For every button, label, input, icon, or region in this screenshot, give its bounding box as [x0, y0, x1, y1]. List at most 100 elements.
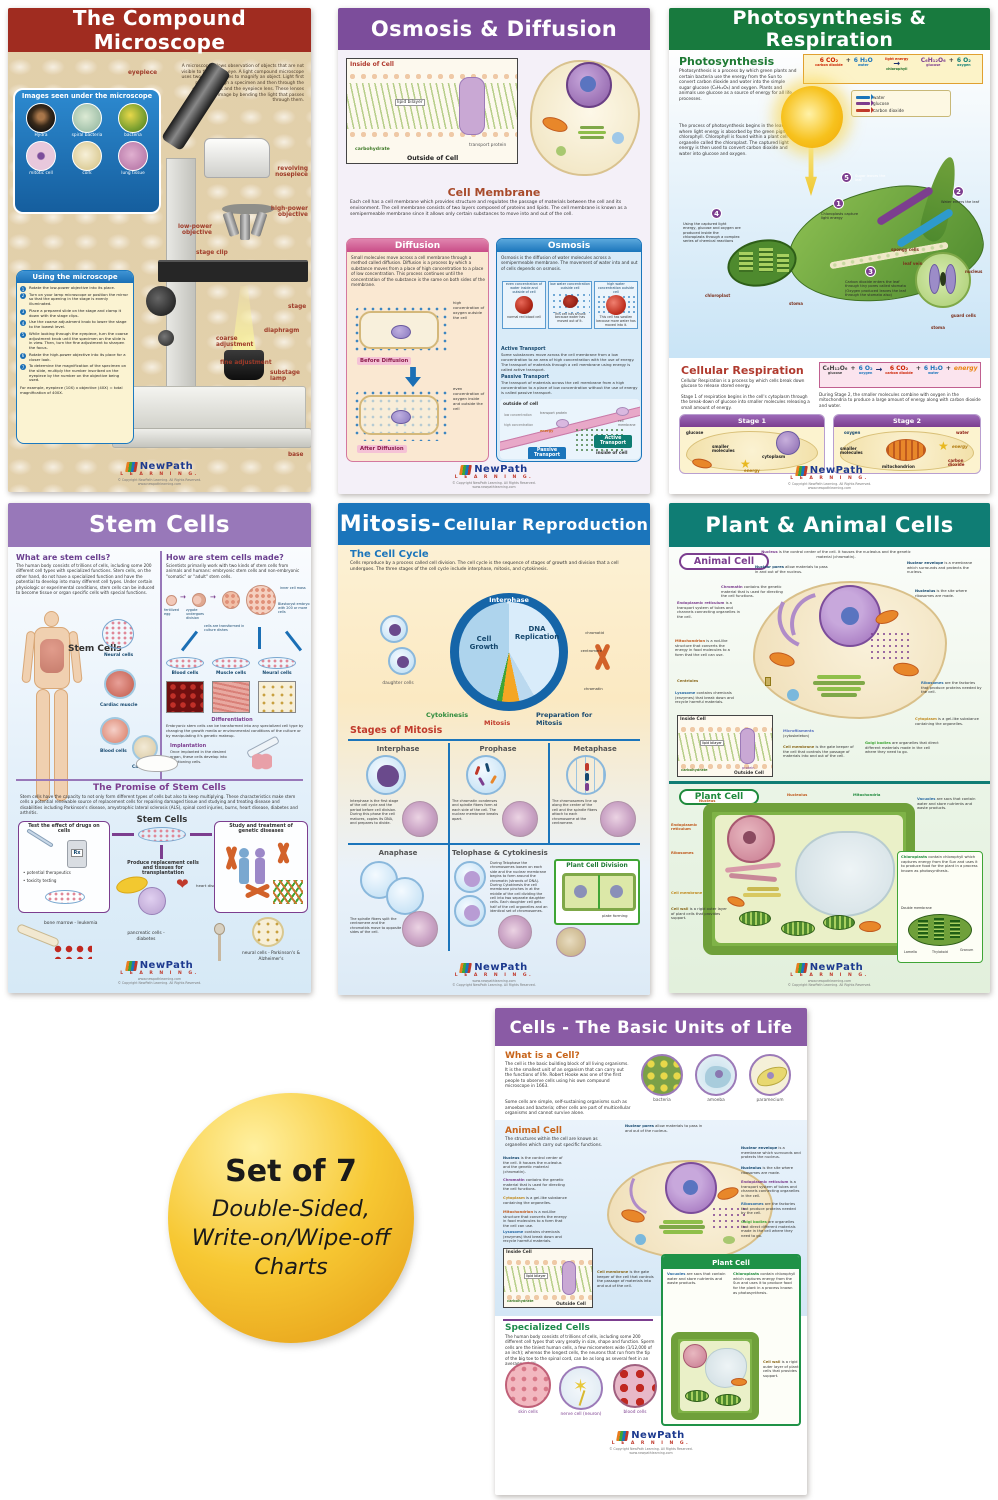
telophase-cell-a	[454, 861, 486, 893]
step-2-badge: 2	[953, 186, 964, 197]
osmosis-title: Osmosis	[497, 239, 641, 252]
def-lysosome: Lysosome contains chemicals (enzymes) th…	[503, 1230, 562, 1244]
label-inside-cell: Inside Cell	[506, 1250, 532, 1255]
nerve-cell-image: ✶	[559, 1366, 603, 1410]
newpath-book-icon	[616, 1430, 630, 1441]
label-outside-cell: Outside Cell	[556, 1302, 586, 1307]
stage-metaphase-text: The chromosomes line up along the center…	[552, 799, 598, 825]
microscope-intro: A microscope allows observation of objec…	[181, 64, 304, 104]
label-inside-of-cell: Inside of Cell	[350, 61, 394, 68]
osmosis-panel: even concentration of water inside and o…	[502, 281, 546, 330]
poster-photosynthesis-respiration: Photosynthesis & Respiration Photosynthe…	[669, 8, 990, 494]
label-lipid-bilayer: lipid bilayer	[395, 99, 425, 106]
micrograph-item: mitotic cell	[19, 140, 63, 177]
differentiation-heading: Differentiation	[211, 717, 253, 723]
pie-label-dna: DNA Replication	[514, 625, 560, 641]
label-stage-clip: stage clip	[196, 250, 228, 256]
micrograph-image	[72, 140, 102, 171]
label-guard-cells: guard cells	[951, 313, 976, 318]
def-centrioles: Centrioles	[677, 679, 699, 683]
poster-osmosis-diffusion: Osmosis & Diffusion Inside of Cell lipid…	[338, 8, 650, 494]
step-1-badge: 1	[833, 198, 844, 209]
stage-interphase-name: Interphase	[376, 745, 420, 753]
cell-membrane-heading: Cell Membrane	[447, 186, 541, 199]
label-centromere: centromere	[580, 649, 602, 653]
passive-transport-text: The transport of materials across the ce…	[501, 380, 638, 395]
label-coarse-adjustment: coarse adjustment	[216, 336, 254, 349]
label-blood-cells: blood cells	[623, 1410, 647, 1415]
def-er: Endoplasmic reticulum is a transport sys…	[741, 1180, 800, 1198]
label-mitochondria: Mitochondria	[853, 793, 881, 797]
cell-membrane-diagram: Inside of Cell lipid bilayer carbohydrat…	[346, 58, 518, 164]
label-skin-cells: skin cells	[518, 1410, 538, 1415]
def-nucleus: Nucleus is the control center of the cel…	[503, 1156, 563, 1174]
legend-row: carbon dioxide	[856, 106, 946, 113]
magnification-example: For example, eyepiece (10X) x objective …	[20, 385, 123, 395]
plant-cell-drawing	[671, 1332, 759, 1420]
step-item: Rotate the low-power objective into its …	[20, 285, 130, 292]
step-4-caption: Using the captured light energy, glucose…	[683, 222, 741, 244]
micrograph-item: lung tissue	[111, 140, 155, 177]
step-5-badge: 5	[841, 172, 852, 183]
prophase-micrograph	[502, 801, 538, 837]
stage-2-title: St­age 2	[834, 415, 980, 427]
embryo-flow: fertilized egg → zygote undergoes divisi…	[164, 585, 310, 655]
label-granum: Granum	[960, 948, 974, 952]
what-are-stem-cells-text: The human body consists of trillions of …	[16, 563, 155, 596]
using-microscope-title: Using the microscope	[17, 271, 133, 283]
label-cardiac-muscle: Cardiac muscle	[100, 703, 138, 708]
label-even-concentration: even concentration of oxygen inside and …	[453, 386, 485, 411]
poster-title: The Compound Microscope	[8, 8, 311, 54]
plant-cell-box: Plant Cell Vacuoles are sacs that contai…	[661, 1254, 801, 1426]
label-nucleus: Nucleus	[699, 799, 716, 803]
newpath-book-icon	[459, 464, 473, 475]
dish-label-neural: Neural cells	[262, 671, 292, 676]
def-er: Endoplasmic reticulum is a transport sys…	[677, 601, 740, 619]
label-stoma-2: stoma	[931, 325, 945, 330]
def-nuclear-pores: Nuclear pores allow materials to pass in…	[755, 565, 828, 574]
respiration-p2: Stage 1 of respiration begins in the cel…	[681, 394, 810, 410]
chloroplast-box: Chloroplasts contain chlorophyll which c…	[897, 851, 983, 963]
stage-2-panel: St­age 2 ★ oxygen smaller molecules mito…	[833, 414, 981, 474]
def-vacuoles: Vacuoles are sacs that contain water and…	[667, 1272, 726, 1286]
active-transport-heading: Active Transport	[501, 347, 546, 352]
label-high-concentration: high concentration of oxygen outside the…	[453, 300, 485, 320]
microscope-illustration	[108, 56, 311, 448]
label-ribosomes: Ribosomes	[671, 851, 694, 855]
stage-metaphase-name: Metaphase	[573, 745, 617, 753]
legend-arrow	[856, 93, 874, 100]
poster-title: Cells - The Basic Units of Life	[495, 1008, 807, 1046]
label-outside-cell: Outside Cell	[734, 771, 764, 776]
micrograph-image	[26, 103, 56, 133]
step-4-badge: 4	[711, 208, 722, 219]
label-stoma: stoma	[789, 301, 803, 306]
metaphase-cell	[566, 755, 606, 795]
label-fine-adjustment: fine adjustment	[220, 360, 272, 366]
plant-cell-header: Plant Cell	[663, 1256, 799, 1269]
genetic-diseases-box: Study and treatment of genetic diseases	[214, 821, 308, 913]
specialized-cells-heading: Specialized Cells	[505, 1323, 590, 1333]
label-nucleus: nucleus	[965, 269, 983, 274]
pie-label-interphase: Interphase	[489, 596, 529, 604]
label-carbohydrate: carbohydrate	[507, 1299, 534, 1303]
poster-title: Mitosis-Cellular Reproduction	[338, 503, 650, 545]
animal-cell-illustration	[753, 567, 949, 723]
newpath-logo: NewPath L E A R N I N G. www.newpathlear…	[452, 962, 536, 987]
photosynthesis-p1: Photosynthesis is a process by which gre…	[679, 69, 797, 102]
promise-heading: The Promise of Stem Cells	[93, 783, 226, 793]
def-mitochondrion: Mitochondrion is a rod-like structure th…	[675, 639, 730, 657]
bullet-therapeutics: • potential therapeutics	[23, 870, 71, 875]
active-transport-text: Some substances move across the cell mem…	[501, 352, 635, 372]
poster-title: Osmosis & Diffusion	[338, 8, 650, 50]
label-chloroplast: chloroplast	[705, 293, 731, 298]
def-golgi: Golgi bodies are organelles that direct …	[741, 1220, 796, 1238]
label-mitochondrion: mitochondrion	[882, 464, 915, 469]
newpath-book-icon	[124, 960, 138, 971]
poster-compound-microscope: The Compound Microscope A microscope all…	[8, 8, 311, 492]
before-diffusion-badge: Before Diffusion	[357, 357, 412, 365]
label-neural-cells: Neural cells	[104, 653, 134, 658]
muscle-tissue-image	[212, 681, 250, 713]
down-arrow	[405, 367, 421, 387]
nucleolus-shape	[841, 607, 859, 625]
energy-star-icon: ★	[740, 457, 751, 471]
